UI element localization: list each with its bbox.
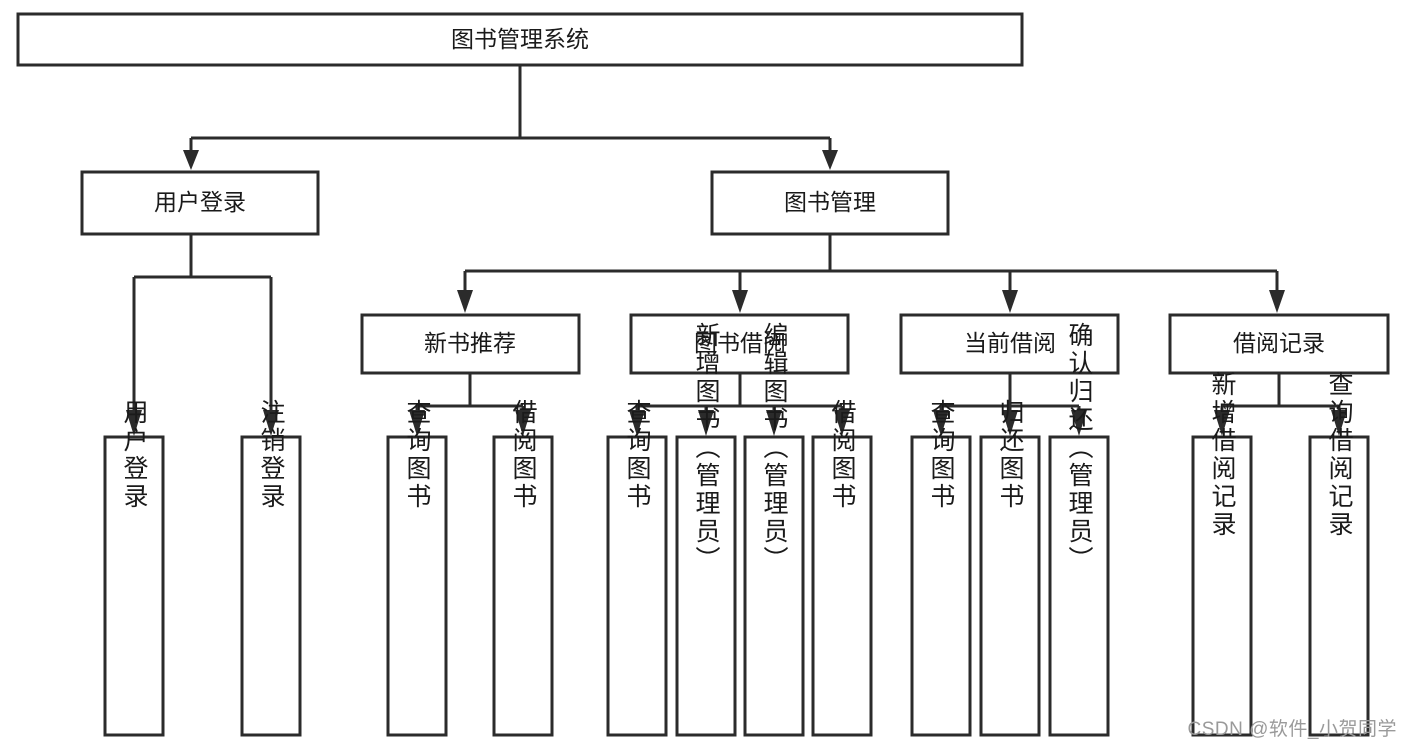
leaf-user-login-1-box[interactable] [103, 435, 165, 737]
leaf-book-borrow-4[interactable]: 借阅图书 [811, 399, 873, 737]
leaf-new-book-2[interactable]: 借阅图书 [492, 399, 554, 737]
leaf-user-login-2-box[interactable] [240, 435, 302, 737]
leaf-book-borrow-2-box[interactable] [675, 435, 737, 737]
node-borrow-record-box[interactable] [1168, 313, 1390, 375]
node-book-manage-label: 图书管理 [784, 189, 876, 215]
node-new-book-label: 新书推荐 [424, 330, 516, 356]
arrow-book-borrow-leaf-1 [629, 410, 645, 436]
leaf-borrow-record-1[interactable]: 新增借阅记录 [1191, 371, 1253, 737]
arrow-current-borrow-leaf-1 [933, 410, 949, 436]
leaf-current-borrow-1[interactable]: 查询图书 [910, 399, 972, 737]
leaf-book-borrow-2[interactable]: 新增图书（管理员） [675, 322, 737, 737]
leaf-current-borrow-3-box[interactable] [1048, 435, 1110, 737]
leaf-book-borrow-3-box[interactable] [743, 435, 805, 737]
leaf-book-borrow-3-label: 编辑图书（管理员） [760, 322, 789, 574]
leaf-current-borrow-3-label: 确认归还（管理员） [1065, 322, 1094, 574]
arrow-root-to-user-login [183, 150, 199, 170]
leaf-user-login-1[interactable]: 用户登录 [103, 399, 165, 737]
leaf-borrow-record-2[interactable]: 查询借阅记录 [1308, 371, 1370, 737]
arrow-to-borrow-record [1269, 290, 1285, 313]
leaf-book-borrow-1[interactable]: 查询图书 [606, 399, 668, 737]
leaf-book-borrow-3[interactable]: 编辑图书（管理员） [743, 322, 805, 737]
csdn-watermark: CSDN @软件_小贺同学 [1187, 719, 1397, 740]
leaf-new-book-2-box[interactable] [492, 435, 554, 737]
arrow-current-borrow-leaf-2 [1002, 410, 1018, 436]
node-root-system[interactable]: 图书管理系统 [16, 12, 1024, 67]
arrow-book-borrow-leaf-4 [834, 410, 850, 436]
arrow-new-book-leaf-2 [515, 410, 531, 436]
leaf-book-borrow-1-label: 查询图书 [623, 399, 652, 511]
arrow-to-book-borrow [732, 290, 748, 313]
node-new-book-recommend[interactable]: 新书推荐 [360, 313, 581, 375]
leaf-current-borrow-2-box[interactable] [979, 435, 1041, 737]
leaf-user-login-2[interactable]: 注销登录 [240, 399, 302, 737]
leaf-user-login-2-label: 注销登录 [257, 399, 286, 511]
leaf-book-borrow-2-label: 新增图书（管理员） [692, 322, 721, 574]
node-book-manage[interactable]: 图书管理 [710, 170, 950, 236]
leaf-book-borrow-4-box[interactable] [811, 435, 873, 737]
leaf-current-borrow-1-label: 查询图书 [927, 399, 956, 511]
node-book-manage-box[interactable] [710, 170, 950, 236]
node-user-login[interactable]: 用户登录 [80, 170, 320, 236]
node-root-label: 图书管理系统 [451, 26, 589, 52]
leaf-current-borrow-2-label: 归还图书 [996, 399, 1025, 511]
arrow-to-new-book [457, 290, 473, 313]
arrow-user-login-leaf-1 [126, 410, 142, 436]
node-user-login-box[interactable] [80, 170, 320, 236]
leaf-current-borrow-1-box[interactable] [910, 435, 972, 737]
leaf-new-book-1-label: 查询图书 [403, 399, 432, 511]
arrow-user-login-leaf-2 [263, 410, 279, 436]
leaf-borrow-record-2-box[interactable] [1308, 435, 1370, 737]
leaf-current-borrow-3[interactable]: 确认归还（管理员） [1048, 322, 1110, 737]
node-book-borrow-label: 图书借阅 [694, 330, 786, 356]
leaf-user-login-1-label: 用户登录 [120, 399, 149, 511]
leaf-new-book-1[interactable]: 查询图书 [386, 399, 448, 737]
arrow-borrow-record-leaf-1 [1214, 410, 1230, 436]
leaf-book-borrow-4-label: 借阅图书 [828, 399, 857, 511]
arrow-new-book-leaf-1 [409, 410, 425, 436]
arrow-borrow-record-leaf-2 [1331, 410, 1347, 436]
arrow-to-current-borrow [1002, 290, 1018, 313]
leaf-borrow-record-2-label: 查询借阅记录 [1325, 371, 1354, 539]
node-current-borrow-box[interactable] [899, 313, 1120, 375]
node-root-box[interactable] [16, 12, 1024, 67]
leaf-current-borrow-2[interactable]: 归还图书 [979, 399, 1041, 737]
node-borrow-record[interactable]: 借阅记录 [1168, 313, 1390, 375]
node-book-borrow[interactable]: 图书借阅 [629, 313, 850, 375]
node-borrow-record-label: 借阅记录 [1233, 330, 1325, 356]
leaf-new-book-1-box[interactable] [386, 435, 448, 737]
node-new-book-box[interactable] [360, 313, 581, 375]
arrow-book-borrow-leaf-2 [698, 410, 714, 436]
node-user-login-label: 用户登录 [154, 189, 246, 215]
node-current-borrow-label: 当前借阅 [964, 330, 1056, 356]
arrow-current-borrow-leaf-3 [1071, 410, 1087, 436]
arrow-root-to-book-manage [822, 150, 838, 170]
leaf-book-borrow-1-box[interactable] [606, 435, 668, 737]
node-current-borrow[interactable]: 当前借阅 [899, 313, 1120, 375]
connector-layer [126, 65, 1347, 436]
node-book-borrow-box[interactable] [629, 313, 850, 375]
leaf-new-book-2-label: 借阅图书 [509, 399, 538, 511]
arrow-book-borrow-leaf-3 [766, 410, 782, 436]
leaf-borrow-record-1-box[interactable] [1191, 435, 1253, 737]
leaf-borrow-record-1-label: 新增借阅记录 [1208, 371, 1237, 539]
